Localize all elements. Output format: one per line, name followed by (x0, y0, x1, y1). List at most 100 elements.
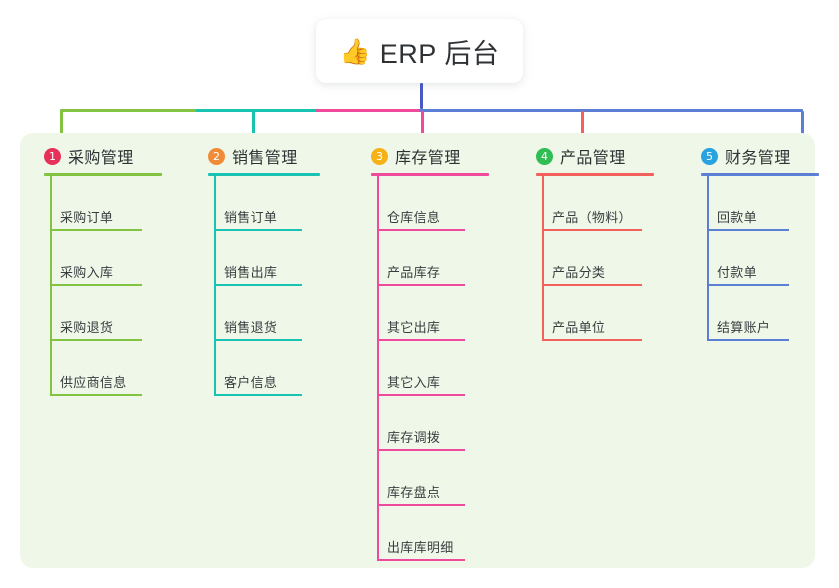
branch-drop-connector-3 (421, 111, 424, 145)
root-node-label: ERP 后台 (379, 38, 500, 69)
leaf-node-label: 结算账户 (717, 320, 771, 335)
branch-number-badge: 3 (371, 147, 388, 165)
leaf-node-underline (377, 284, 465, 286)
leaf-node-underline (50, 394, 142, 396)
branch-spine (377, 176, 379, 561)
leaf-node-underline (214, 394, 302, 396)
branch-spine (50, 176, 52, 396)
leaf-node[interactable]: 采购退货 (28, 286, 178, 341)
leaf-node-underline (707, 229, 789, 231)
leaf-node-label: 库存调拨 (387, 430, 441, 445)
branch-number-badge: 2 (208, 147, 225, 165)
leaf-node-label: 库存盘点 (387, 485, 441, 500)
leaf-node-label: 产品分类 (552, 265, 606, 280)
branch-number-badge: 4 (536, 147, 553, 165)
leaf-node-underline (50, 339, 142, 341)
leaf-node-label: 产品（物料） (552, 210, 632, 225)
leaf-node[interactable]: 出库库明细 (355, 506, 503, 561)
leaf-node[interactable]: 其它入库 (355, 341, 503, 396)
branch-underline (208, 173, 320, 176)
leaf-node-label: 产品单位 (552, 320, 606, 335)
branch-number-badge: 5 (701, 147, 718, 165)
branch-drop-connector-5 (801, 111, 804, 142)
leaf-node-underline (377, 339, 465, 341)
branch-spine (707, 176, 709, 341)
leaf-node-label: 产品库存 (387, 265, 441, 280)
leaf-node-label: 销售退货 (224, 320, 278, 335)
leaf-node-underline (214, 229, 302, 231)
leaf-node-underline (50, 284, 142, 286)
leaf-node[interactable]: 销售订单 (192, 176, 339, 231)
leaf-node-underline (377, 559, 465, 561)
leaf-node[interactable]: 结算账户 (685, 286, 833, 341)
branch-title: 采购管理 (68, 150, 134, 167)
branch-item-list: 仓库信息产品库存其它出库其它入库库存调拨库存盘点出库库明细 (355, 176, 503, 561)
leaf-node[interactable]: 产品（物料） (520, 176, 668, 231)
leaf-node-underline (377, 449, 465, 451)
branch-column-4: 4 产品管理产品（物料） 产品分类产品单位 (520, 144, 668, 341)
branch-underline (371, 173, 489, 176)
leaf-node-label: 供应商信息 (60, 375, 127, 390)
branch-title: 产品管理 (560, 150, 626, 167)
branch-item-list: 采购订单采购入库采购退货供应商信息 (28, 176, 178, 396)
branch-title: 库存管理 (395, 150, 461, 167)
leaf-node[interactable]: 销售退货 (192, 286, 339, 341)
leaf-node[interactable]: 产品单位 (520, 286, 668, 341)
leaf-node[interactable]: 采购订单 (28, 176, 178, 231)
leaf-node[interactable]: 产品库存 (355, 231, 503, 286)
branch-title: 财务管理 (725, 150, 791, 167)
thumbs-up-icon: 👍 (339, 36, 371, 66)
leaf-node-underline (214, 284, 302, 286)
branch-column-1: 1 采购管理采购订单采购入库采购退货供应商信息 (28, 144, 178, 396)
leaf-node-label: 采购入库 (60, 265, 114, 280)
leaf-node-underline (377, 229, 465, 231)
leaf-node[interactable]: 客户信息 (192, 341, 339, 396)
branch-item-list: 销售订单销售出库销售退货客户信息 (192, 176, 339, 396)
branch-column-5: 5 财务管理回款单付款单结算账户 (685, 144, 833, 341)
leaf-node-label: 仓库信息 (387, 210, 441, 225)
content-panel (20, 133, 815, 568)
root-node-erp-backend[interactable]: 👍 ERP 后台 (316, 19, 523, 83)
leaf-node-underline (542, 284, 642, 286)
leaf-node-underline (542, 229, 642, 231)
branch-header-5[interactable]: 5 财务管理 (685, 144, 833, 168)
leaf-node[interactable]: 其它出库 (355, 286, 503, 341)
leaf-node[interactable]: 采购入库 (28, 231, 178, 286)
leaf-node[interactable]: 产品分类 (520, 231, 668, 286)
branch-header-1[interactable]: 1 采购管理 (28, 144, 178, 168)
branch-drop-connector-2 (252, 111, 255, 142)
horizontal-connector-segment-1 (60, 109, 198, 112)
leaf-node-label: 其它入库 (387, 375, 441, 390)
branch-header-3[interactable]: 3 库存管理 (355, 144, 503, 168)
branch-column-2: 2 销售管理销售订单销售出库销售退货客户信息 (192, 144, 339, 396)
leaf-node[interactable]: 回款单 (685, 176, 833, 231)
branch-underline (536, 173, 654, 176)
leaf-node-underline (377, 504, 465, 506)
leaf-node-label: 销售出库 (224, 265, 278, 280)
leaf-node-label: 采购退货 (60, 320, 114, 335)
leaf-node-label: 采购订单 (60, 210, 114, 225)
leaf-node[interactable]: 销售出库 (192, 231, 339, 286)
leaf-node-label: 其它出库 (387, 320, 441, 335)
leaf-node-underline (707, 284, 789, 286)
leaf-node[interactable]: 库存盘点 (355, 451, 503, 506)
horizontal-connector-segment-4 (419, 109, 612, 112)
branch-item-list: 回款单付款单结算账户 (685, 176, 833, 341)
leaf-node[interactable]: 仓库信息 (355, 176, 503, 231)
branch-drop-connector-1 (60, 111, 63, 142)
leaf-node-label: 回款单 (717, 210, 757, 225)
leaf-node[interactable]: 付款单 (685, 231, 833, 286)
leaf-node[interactable]: 库存调拨 (355, 396, 503, 451)
branch-title: 销售管理 (232, 150, 298, 167)
branch-header-4[interactable]: 4 产品管理 (520, 144, 668, 168)
horizontal-connector-segment-2 (196, 109, 318, 112)
branch-header-2[interactable]: 2 销售管理 (192, 144, 339, 168)
leaf-node[interactable]: 供应商信息 (28, 341, 178, 396)
leaf-node-label: 付款单 (717, 265, 757, 280)
leaf-node-underline (214, 339, 302, 341)
branch-spine (542, 176, 544, 341)
leaf-node-underline (50, 229, 142, 231)
branch-number-badge: 1 (44, 147, 61, 165)
branch-spine (214, 176, 216, 396)
